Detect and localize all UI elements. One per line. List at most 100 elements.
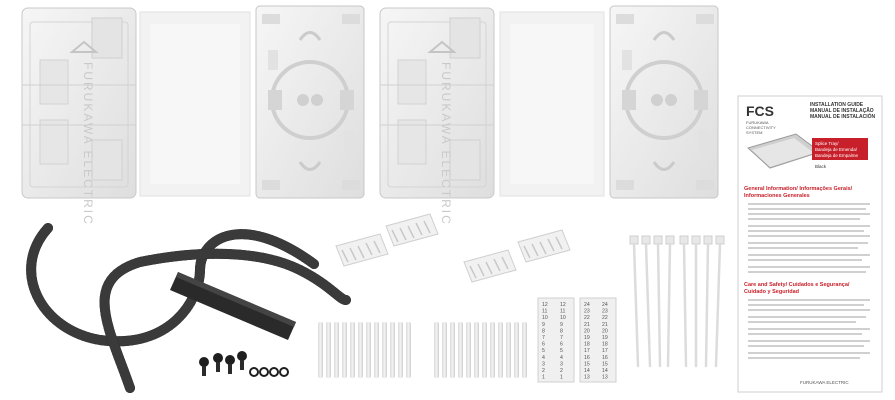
label-number: 4 (542, 355, 545, 361)
cable-ties-left (629, 235, 675, 368)
splice-tray-left (255, 5, 365, 199)
screw-4 (237, 351, 247, 370)
label-number: 6 (542, 342, 545, 348)
guide-footer-logo: FURUKAWA ELECTRIC (800, 380, 849, 385)
label-number: 21 (602, 322, 608, 328)
label-number: 20 (584, 328, 590, 334)
guide-logo-sub-3: SYSTEM (746, 130, 762, 135)
label-number: 19 (584, 335, 590, 341)
guide-product-badge (812, 138, 868, 160)
splice-tray-right (609, 5, 719, 199)
label-number: 1 (560, 375, 563, 381)
guide-title-1: INSTALLATION GUIDE (810, 102, 864, 108)
label-number: 9 (542, 322, 545, 328)
tray-cover-right: FURUKAWA ELECTRIC (379, 7, 495, 226)
screw-2 (213, 353, 223, 372)
label-number: 1 (542, 375, 545, 381)
guide-logo-sub-1: FURUKAWA (746, 120, 769, 125)
label-number: 7 (560, 335, 563, 341)
label-number: 18 (602, 342, 608, 348)
guide-product-color: Black (815, 164, 827, 169)
corrugated-tube-1 (26, 223, 319, 347)
washer-4 (279, 367, 289, 377)
label-number: 14 (602, 368, 608, 374)
cable-ties-right (679, 235, 725, 368)
guide-product-2: Bandeja de Emenda/ (815, 147, 858, 152)
guide-section-1a: General Information/ Informações Gerais/ (744, 186, 853, 192)
guide-title-3: MANUAL DE INSTALACIÓN (810, 112, 875, 120)
label-number: 2 (560, 368, 563, 374)
label-number: 12 (542, 302, 548, 308)
screws-and-washers (199, 351, 289, 377)
label-number: 23 (602, 309, 608, 315)
splice-protectors-right (434, 322, 527, 378)
guide-product-3: Bandeja de Empalme (815, 153, 859, 158)
label-number: 3 (560, 361, 563, 367)
label-number: 3 (542, 361, 545, 367)
label-number: 7 (542, 335, 545, 341)
label-number: 15 (602, 361, 608, 367)
label-number: 2 (542, 368, 545, 374)
guide-section-2a: Care and Safety/ Cuidados e Segurança/ (744, 282, 850, 288)
guide-body-lines-2 (748, 299, 870, 359)
washer-3 (269, 367, 279, 377)
screw-1 (199, 357, 209, 376)
guide-product-1: Splice Tray/ (815, 141, 839, 146)
label-number: 5 (542, 348, 545, 354)
guide-title-2: MANUAL DE INSTALAÇÃO (810, 107, 874, 114)
label-number: 21 (584, 322, 590, 328)
clear-film-right (499, 11, 605, 197)
label-number: 12 (560, 302, 566, 308)
guide-section-2b: Cuidado y Seguridad (744, 289, 799, 295)
guide-section-1b: Informaciones Generales (744, 193, 810, 199)
label-number: 17 (602, 348, 608, 354)
label-number: 22 (602, 315, 608, 321)
splice-holder-2 (385, 213, 439, 247)
label-number: 6 (560, 342, 563, 348)
cover-brand-text-right: FURUKAWA ELECTRIC (439, 62, 453, 226)
label-number: 24 (602, 302, 608, 308)
label-number: 8 (560, 328, 563, 334)
label-number: 17 (584, 348, 590, 354)
label-number: 22 (584, 315, 590, 321)
clear-film-left (139, 11, 251, 197)
label-number: 14 (584, 368, 590, 374)
tray-cover-left: FURUKAWA ELECTRIC (21, 7, 137, 226)
washer-2 (259, 367, 269, 377)
label-number: 15 (584, 361, 590, 367)
corrugated-tube-2 (99, 248, 351, 393)
label-number: 8 (542, 328, 545, 334)
label-number: 16 (584, 355, 590, 361)
label-number: 20 (602, 328, 608, 334)
label-number: 13 (584, 375, 590, 381)
screw-3 (225, 355, 235, 374)
foam-strip (170, 272, 296, 340)
label-number: 11 (542, 309, 547, 315)
label-number: 16 (602, 355, 608, 361)
label-number: 11 (560, 309, 565, 315)
splice-holder-1 (335, 233, 389, 267)
installation-guide: FCS FURUKAWA CONNECTIVITY SYSTEM INSTALL… (737, 95, 883, 393)
label-number: 13 (602, 375, 608, 381)
label-number: 9 (560, 322, 563, 328)
washer-1 (249, 367, 259, 377)
label-number: 23 (584, 309, 590, 315)
guide-body-lines-1 (748, 203, 870, 273)
label-number: 24 (584, 302, 590, 308)
label-number: 19 (602, 335, 608, 341)
label-number: 18 (584, 342, 590, 348)
splice-holder-3 (463, 249, 517, 283)
splice-holder-4 (517, 229, 571, 263)
guide-logo-sub-2: CONNECTIVITY (746, 125, 776, 130)
splice-protectors-left (318, 322, 411, 378)
label-number: 10 (542, 315, 548, 321)
cover-brand-text-left: FURUKAWA ELECTRIC (81, 62, 95, 226)
label-number: 4 (560, 355, 563, 361)
guide-logo: FCS (746, 103, 774, 119)
label-number: 10 (560, 315, 566, 321)
